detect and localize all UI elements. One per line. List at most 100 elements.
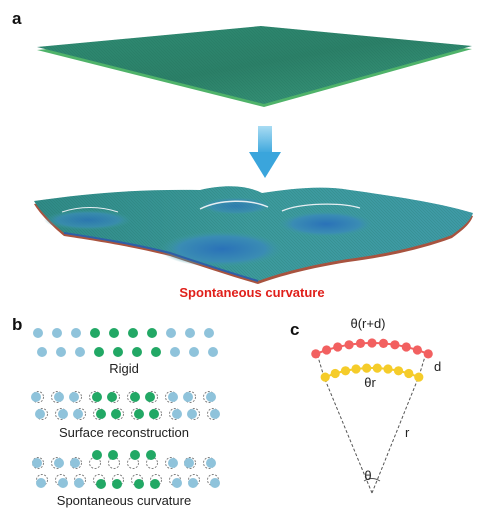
atom-blue: [170, 347, 180, 357]
atom-blue: [210, 409, 220, 419]
outer-atom: [412, 345, 422, 355]
radius-label: r: [405, 425, 410, 440]
atom-site-outline: [32, 457, 44, 469]
inner-atom: [414, 372, 424, 382]
atom-site-outline: [36, 408, 48, 420]
reconstruction-caption: Surface reconstruction: [59, 425, 189, 440]
atom-site-outline: [112, 408, 124, 420]
curvature-caption: Spontaneous curvature: [57, 493, 191, 508]
atom-blue: [187, 409, 197, 419]
atom-green: [145, 392, 155, 402]
atom-blue: [172, 409, 182, 419]
atom-green: [134, 409, 144, 419]
atom-blue: [183, 392, 193, 402]
atom-blue: [206, 458, 216, 468]
atom-green: [151, 347, 161, 357]
inner-atom: [320, 372, 330, 382]
atom-blue: [208, 347, 218, 357]
atom-rows: [31, 328, 220, 489]
atom-green: [149, 409, 159, 419]
atom-site-outline: [184, 391, 196, 403]
atom-blue: [168, 458, 178, 468]
atom-green: [134, 479, 144, 489]
inner-atom: [383, 364, 393, 374]
outer-atom: [367, 338, 377, 348]
panel-c-letter: c: [290, 320, 299, 339]
atom-green: [128, 328, 138, 338]
curvature-schematic: [311, 338, 433, 494]
atom-blue: [184, 458, 194, 468]
atom-green: [90, 328, 100, 338]
outer-arc-label: θ(r+d): [350, 316, 385, 331]
atom-site-outline: [150, 408, 162, 420]
atom-green: [147, 328, 157, 338]
atom-green: [96, 479, 106, 489]
atom-blue: [166, 328, 176, 338]
down-arrow-icon: [249, 126, 281, 178]
outer-atom: [378, 338, 389, 348]
inner-atom: [351, 364, 361, 374]
atom-green: [92, 392, 102, 402]
atom-blue: [74, 478, 84, 488]
atom-blue: [75, 347, 85, 357]
inner-arc-label: θr: [364, 375, 376, 390]
outer-atom: [322, 345, 332, 355]
atom-blue: [31, 392, 41, 402]
atom-green: [112, 479, 122, 489]
atom-site-outline: [70, 457, 82, 469]
atom-site-outline: [108, 391, 120, 403]
atom-green: [94, 347, 104, 357]
outer-atom: [344, 340, 354, 350]
atom-blue: [168, 392, 178, 402]
outer-atom: [311, 349, 321, 359]
atom-green: [96, 409, 106, 419]
thickness-label: d: [434, 359, 441, 374]
inner-atom: [372, 363, 382, 373]
angle-label: θ: [364, 468, 371, 483]
atom-blue: [58, 409, 68, 419]
atom-blue: [206, 392, 216, 402]
outer-atom: [333, 342, 343, 352]
atom-blue: [210, 478, 220, 488]
inner-atom: [393, 366, 404, 376]
outer-atom: [423, 349, 433, 359]
atom-site-outline: [146, 391, 158, 403]
outer-atom: [401, 342, 411, 352]
atom-blue: [32, 458, 42, 468]
atom-blue: [37, 347, 47, 357]
rigid-caption: Rigid: [109, 361, 139, 376]
atom-blue: [54, 392, 64, 402]
atom-green: [130, 450, 140, 460]
panel-a-letter: a: [12, 9, 22, 28]
atom-blue: [33, 328, 43, 338]
atom-blue: [71, 328, 81, 338]
atom-green: [109, 328, 119, 338]
atom-green: [150, 479, 160, 489]
atom-blue: [73, 409, 83, 419]
atom-blue: [56, 347, 66, 357]
inner-atom: [340, 366, 351, 376]
atom-green: [130, 392, 140, 402]
atom-green: [92, 450, 102, 460]
atom-blue: [204, 328, 214, 338]
curved-sheet: [34, 186, 473, 284]
flat-sheet: [37, 26, 472, 107]
panel-a-caption: Spontaneous curvature: [179, 285, 324, 300]
outer-atom: [355, 338, 366, 348]
atom-blue: [185, 328, 195, 338]
atom-blue: [52, 328, 62, 338]
atom-site-outline: [74, 408, 86, 420]
atom-blue: [36, 478, 46, 488]
atom-blue: [35, 409, 45, 419]
atom-blue: [54, 458, 64, 468]
inner-atom-line: [324, 367, 420, 379]
outer-atom: [390, 340, 400, 350]
atom-site-outline: [188, 408, 200, 420]
panel-b-letter: b: [12, 315, 22, 334]
atom-green: [113, 347, 123, 357]
atom-blue: [58, 478, 68, 488]
atom-blue: [69, 392, 79, 402]
inner-atom: [330, 368, 340, 379]
